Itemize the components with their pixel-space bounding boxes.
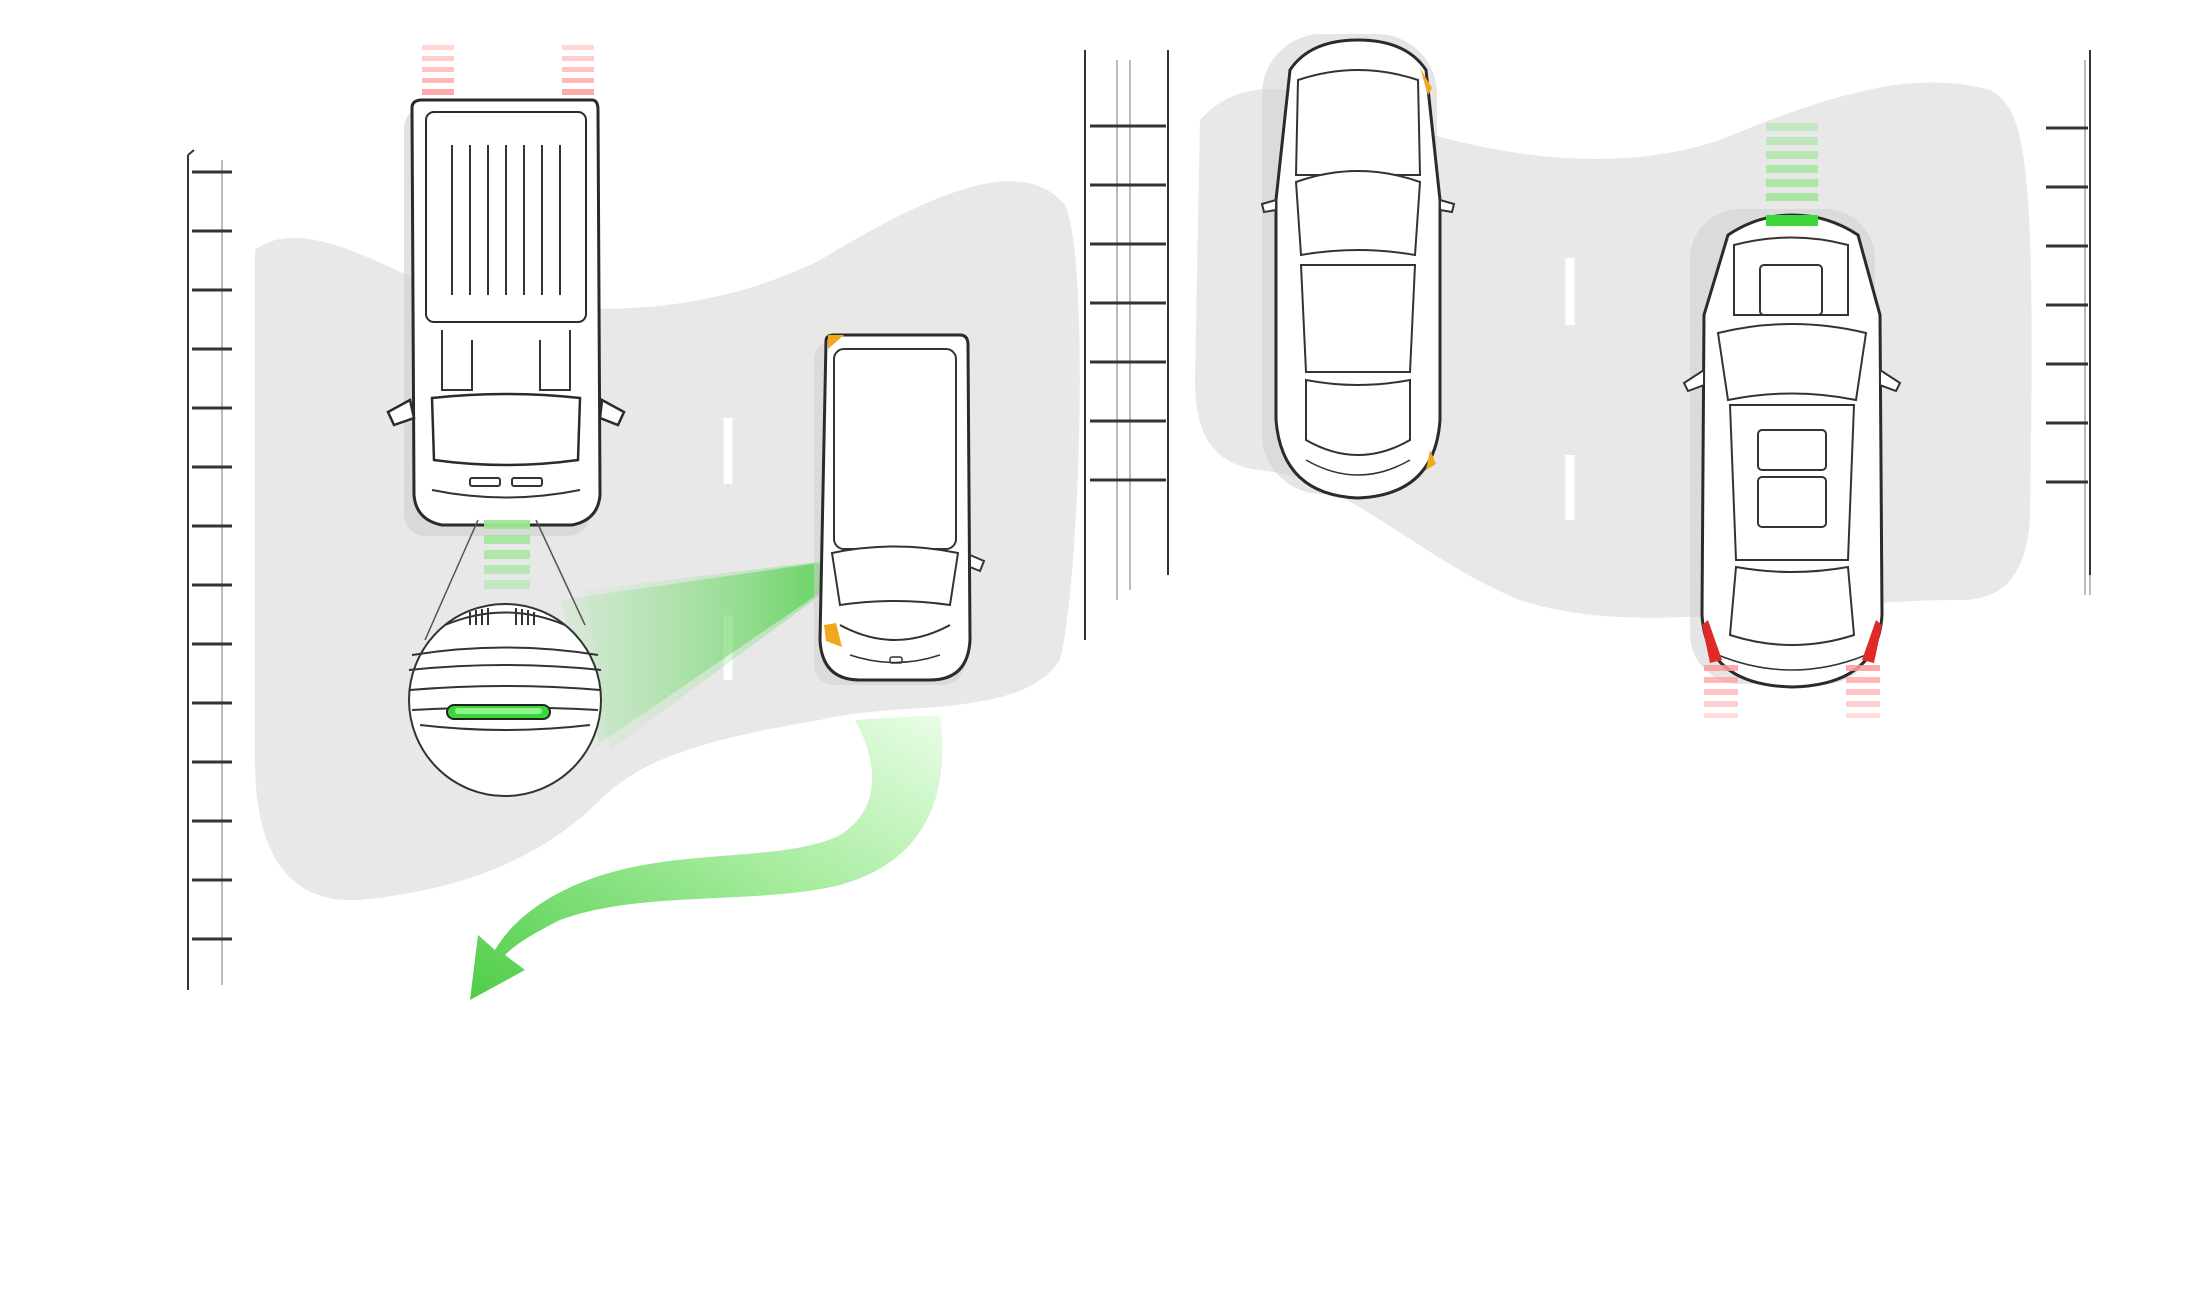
suv-rear-sensor-red	[1704, 665, 1880, 718]
van-vehicle	[386, 45, 626, 536]
middle-curb-rail	[1084, 50, 1169, 640]
rear-sensor-red-right	[562, 45, 594, 95]
left-curb-rail	[187, 149, 232, 990]
suv-vehicle	[1682, 123, 1902, 718]
van-front-sensor-green	[484, 520, 530, 589]
suv-front-sensor-green	[1766, 123, 1818, 201]
rear-sensor-red-left	[422, 45, 454, 95]
light-beam	[560, 555, 875, 750]
small-van-vehicle	[814, 333, 986, 685]
exit-arrow	[470, 715, 943, 1000]
light-bar-callout	[408, 519, 602, 797]
sedan-vehicle	[1260, 34, 1456, 500]
right-curb-rail	[2046, 50, 2091, 595]
